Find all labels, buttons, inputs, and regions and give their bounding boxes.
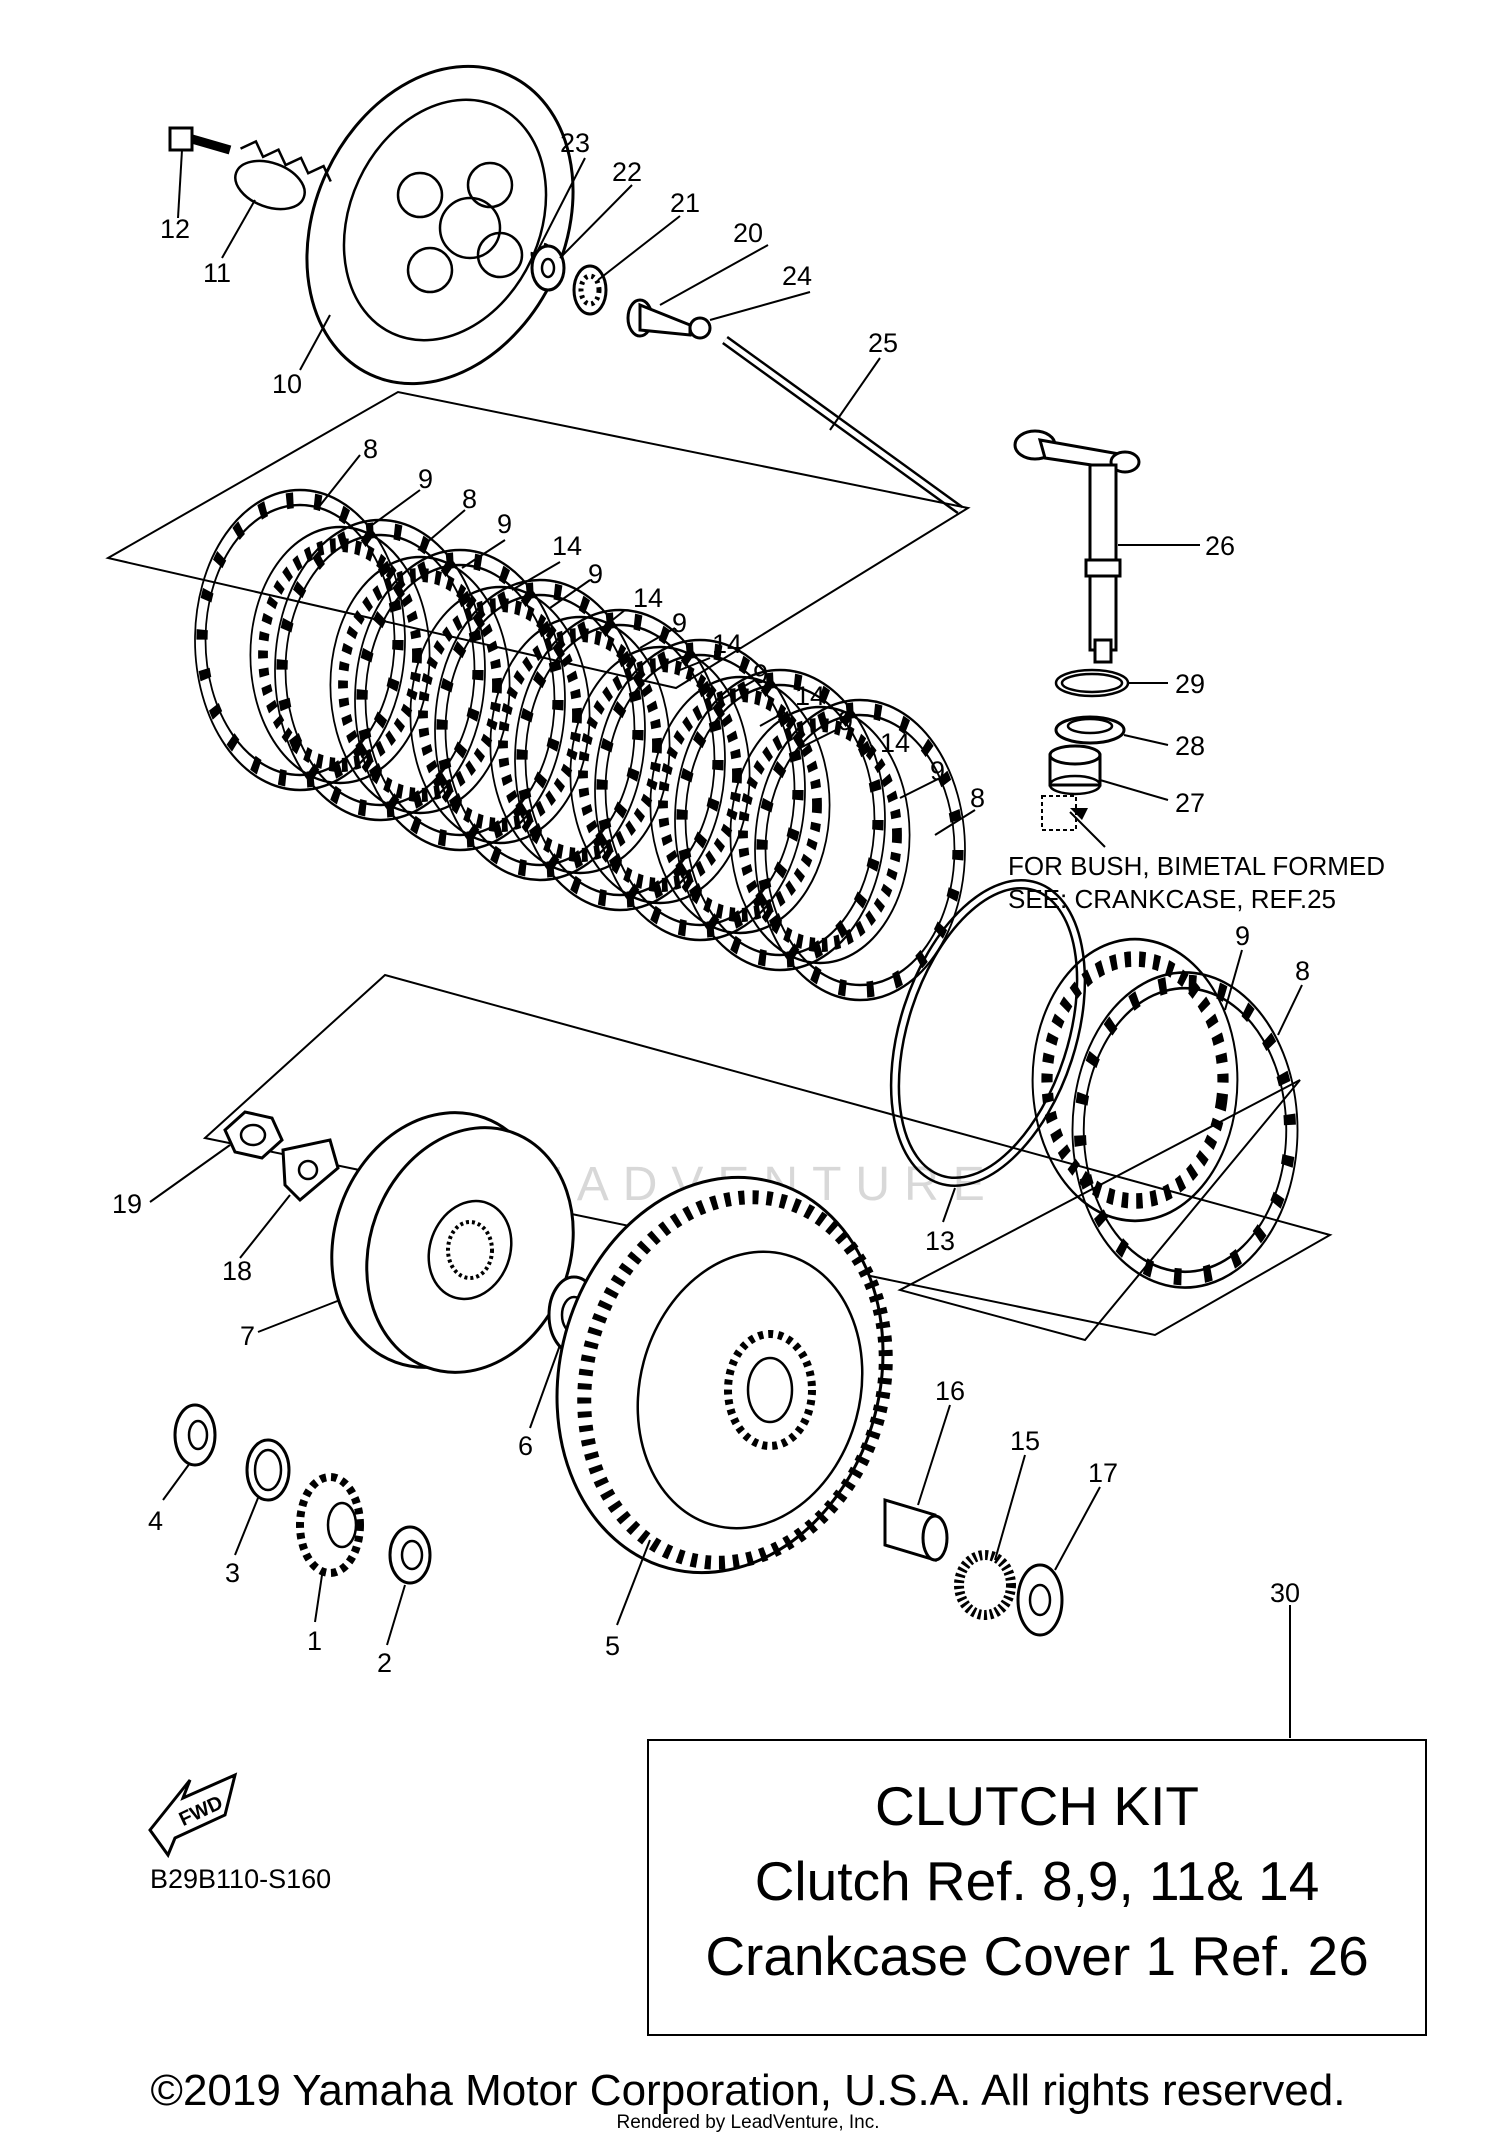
o-ring — [889, 879, 1087, 1187]
callout-16: 16 — [935, 1376, 965, 1406]
bush-note-line2: SEE: CRANKCASE, REF.25 — [1008, 884, 1336, 914]
callout-18: 18 — [222, 1256, 252, 1286]
fwd-arrow-icon: FWD — [148, 1772, 238, 1859]
callout-7: 7 — [240, 1321, 255, 1351]
washer-17 — [1016, 1563, 1064, 1637]
callout-9c: 9 — [588, 559, 603, 589]
callout-8a: 8 — [363, 434, 378, 464]
callout-8c: 8 — [970, 783, 985, 813]
callout-14a: 14 — [552, 531, 582, 561]
callout-20: 20 — [733, 218, 763, 248]
bearing — [1048, 744, 1102, 796]
callout-6: 6 — [518, 1431, 533, 1461]
circlip-29 — [1054, 668, 1130, 698]
washer-3 — [245, 1438, 291, 1502]
ball — [688, 316, 712, 340]
callout-9d: 9 — [672, 608, 687, 638]
lock-washer — [281, 1138, 340, 1203]
callout-23: 23 — [560, 128, 590, 158]
spacer-4 — [173, 1403, 217, 1467]
callout-9g: 9 — [930, 756, 945, 786]
clutch-kit-box: CLUTCH KIT Clutch Ref. 8,9, 11& 14 Crank… — [647, 1739, 1427, 2036]
callout-15: 15 — [1010, 1426, 1040, 1456]
diagram-code: B29B110-S160 — [150, 1864, 331, 1894]
callout-12: 12 — [160, 214, 190, 244]
copyright: ©2019 Yamaha Motor Corporation, U.S.A. A… — [151, 2066, 1346, 2115]
bush-note-line1: FOR BUSH, BIMETAL FORMED — [1008, 851, 1385, 881]
primary-driven-gear — [555, 1175, 893, 1575]
rendered-by: Rendered by LeadVenture, Inc. — [616, 2112, 879, 2133]
callout-26: 26 — [1205, 531, 1235, 561]
spacer-16 — [883, 1497, 949, 1563]
callout-13: 13 — [925, 1226, 955, 1256]
plate-pack-outline — [105, 390, 971, 690]
clutch-spring — [234, 139, 332, 211]
kit-line-clutch: Clutch Ref. 8,9, 11& 14 — [755, 1850, 1320, 1912]
kit-title: CLUTCH KIT — [875, 1775, 1199, 1837]
clutch-plate-stack — [195, 490, 965, 1000]
clutch-boss — [330, 1111, 575, 1374]
push-lever-shaft — [1013, 429, 1141, 664]
callout-9f: 9 — [838, 706, 853, 736]
callout-14b: 14 — [633, 583, 663, 613]
needle-bearing — [954, 1550, 1016, 1620]
callout-9a: 9 — [418, 464, 433, 494]
callout-28: 28 — [1175, 731, 1205, 761]
callout-14d: 14 — [795, 681, 825, 711]
callout-2: 2 — [377, 1648, 392, 1678]
callout-5: 5 — [605, 1631, 620, 1661]
push-rod-2 — [722, 335, 963, 515]
callout-3: 3 — [225, 1558, 240, 1588]
washer — [530, 244, 566, 292]
callout-25: 25 — [868, 328, 898, 358]
callout-1: 1 — [307, 1626, 322, 1656]
callout-11: 11 — [203, 258, 231, 288]
callout-10: 10 — [272, 369, 302, 399]
spacer-2 — [388, 1525, 432, 1585]
callout-17: 17 — [1088, 1458, 1118, 1488]
gear-1 — [296, 1473, 364, 1577]
callout-19: 19 — [112, 1189, 142, 1219]
thrust-bearing — [572, 264, 608, 316]
callout-29: 29 — [1175, 669, 1205, 699]
callout-22: 22 — [612, 157, 642, 187]
oil-seal — [1054, 715, 1126, 745]
kit-line-crankcase: Crankcase Cover 1 Ref. 26 — [705, 1925, 1368, 1987]
callout-8d: 8 — [1295, 956, 1310, 986]
bolt — [168, 126, 232, 155]
pressure-plate — [305, 64, 575, 386]
leader-lines — [149, 149, 1303, 1738]
push-rod-1 — [626, 298, 692, 338]
nut — [223, 1110, 284, 1160]
callout-numbers: 12 11 10 23 22 21 20 24 25 8 9 8 9 14 9 … — [112, 128, 1310, 1678]
callout-4: 4 — [148, 1506, 163, 1536]
callout-24: 24 — [782, 261, 812, 291]
callout-27: 27 — [1175, 788, 1205, 818]
callout-9h: 9 — [1235, 921, 1250, 951]
callout-9e: 9 — [753, 659, 768, 689]
callout-21: 21 — [670, 188, 700, 218]
bush-arrow — [1070, 808, 1088, 820]
callout-14e: 14 — [880, 728, 910, 758]
loose-plates — [897, 917, 1315, 1342]
callout-30: 30 — [1270, 1578, 1300, 1608]
callout-8b: 8 — [462, 484, 477, 514]
callout-9b: 9 — [497, 509, 512, 539]
callout-14c: 14 — [712, 629, 742, 659]
